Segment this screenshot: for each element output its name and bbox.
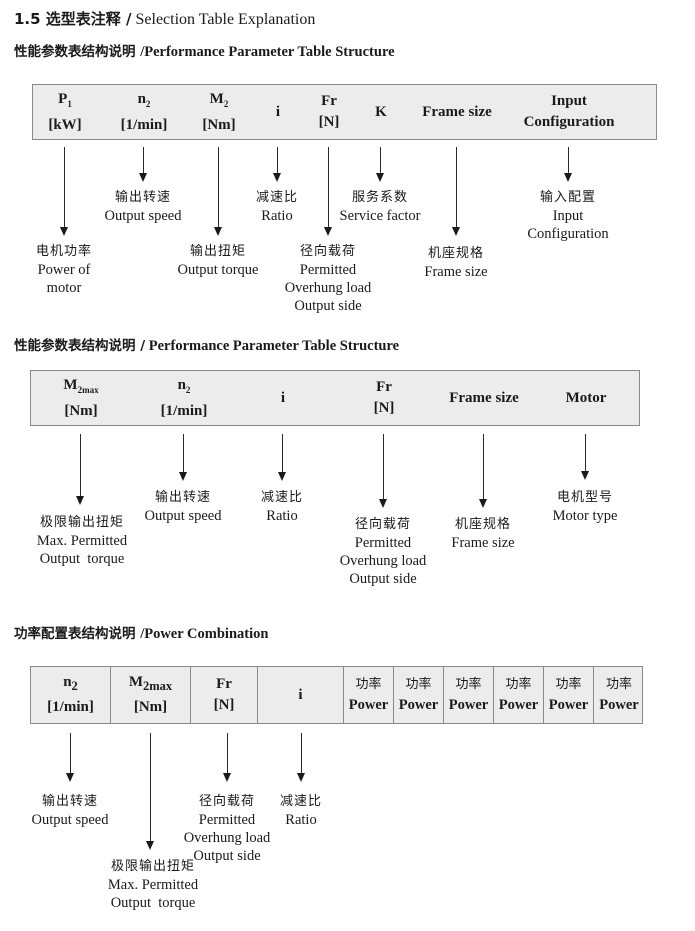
annotation-frame-size: 机座规格 Frame size [451, 517, 515, 551]
section1-heading-en: /Performance Parameter Table Structure [140, 44, 395, 60]
section3-heading: 功率配置表结构说明 /Power Combination [14, 622, 268, 643]
down-arrow [297, 733, 305, 782]
down-arrow [76, 434, 84, 505]
down-arrow [564, 147, 572, 182]
performance-table-2-header: M2max [Nm] n2 [1/min] i Fr [N] Frame siz… [30, 370, 640, 426]
col-header-m2max: M2max [Nm] [63, 376, 99, 419]
page-title: 1.5 选型表注释 / Selection Table Explanation [14, 8, 315, 29]
annotation-output-speed: 输出转速 Output speed [144, 490, 222, 524]
down-arrow [139, 147, 147, 182]
down-arrow [278, 434, 286, 481]
col-header-frame-size: Frame size [422, 103, 492, 120]
annotation-ratio: 减速比 Ratio [255, 190, 299, 224]
col-header-fr: Fr [N] [191, 667, 258, 723]
annotation-service-factor: 服务系数 Service factor [339, 190, 421, 224]
down-arrow [376, 147, 384, 182]
section3-heading-en: /Power Combination [140, 626, 269, 642]
page-title-zh: 1.5 选型表注释 / [14, 10, 132, 28]
down-arrow [223, 733, 231, 782]
col-header-n2: n2 [1/min] [160, 376, 208, 419]
annotation-input-configuration: 输入配置 Input Configuration [527, 190, 609, 242]
annotation-overhung-load: 径向载荷 Permitted Overhung load Output side [183, 794, 271, 864]
annotation-output-torque: 输出扭矩 Output torque [177, 244, 259, 278]
annotation-output-speed: 输出转速 Output speed [104, 190, 182, 224]
annotation-max-output-torque: 极限输出扭矩 Max. Permitted Output torque [36, 515, 128, 567]
col-header-n2: n2 [1/min] [31, 667, 111, 723]
performance-table-1-header: P1 [kW] n2 [1/min] M2 [Nm] i Fr [N] K Fr… [32, 84, 657, 140]
annotation-max-output-torque: 极限输出扭矩 Max. Permitted Output torque [107, 859, 199, 911]
annotation-power-of-motor: 电机功率 Power of motor [35, 244, 93, 296]
col-header-motor: Motor [565, 389, 607, 406]
col-header-p1: P1 [kW] [48, 90, 82, 133]
down-arrow [452, 147, 460, 236]
col-header-m2max: M2max [Nm] [111, 667, 191, 723]
col-header-fr: Fr [N] [373, 379, 395, 416]
section3-heading-zh: 功率配置表结构说明 [14, 626, 141, 642]
down-arrow [581, 434, 589, 480]
down-arrow [273, 147, 281, 182]
section2-heading-zh: 性能参数表结构说明 / [14, 338, 146, 354]
section1-heading-zh: 性能参数表结构说明 [14, 44, 141, 60]
col-header-input-configuration: Input Configuration [523, 93, 615, 130]
annotation-motor-type: 电机型号 Motor type [552, 490, 618, 524]
col-header-fr: Fr [N] [318, 93, 340, 130]
col-header-n2: n2 [1/min] [120, 90, 168, 133]
down-arrow [179, 434, 187, 481]
down-arrow [146, 733, 154, 850]
down-arrow [379, 434, 387, 508]
annotation-ratio: 减速比 Ratio [260, 490, 304, 524]
annotation-overhung-load: 径向载荷 Permitted Overhung load Output side [339, 517, 427, 587]
col-header-k: K [375, 103, 387, 120]
col-header-m2: M2 [Nm] [202, 90, 236, 133]
annotation-output-speed: 输出转速 Output speed [31, 794, 109, 828]
col-header-i: i [275, 103, 281, 120]
page-title-en: Selection Table Explanation [135, 11, 316, 28]
down-arrow [66, 733, 74, 782]
col-header-frame-size: Frame size [449, 389, 519, 406]
annotation-ratio: 减速比 Ratio [279, 794, 323, 828]
down-arrow [60, 147, 68, 236]
down-arrow [324, 147, 332, 236]
col-header-i: i [258, 667, 344, 723]
section2-heading-en: Performance Parameter Table Structure [145, 338, 400, 354]
annotation-frame-size: 机座规格 Frame size [424, 246, 488, 280]
section2-heading: 性能参数表结构说明 / Performance Parameter Table … [14, 334, 399, 355]
down-arrow [479, 434, 487, 508]
col-header-i: i [280, 389, 286, 406]
down-arrow [214, 147, 222, 236]
section1-heading: 性能参数表结构说明 /Performance Parameter Table S… [14, 40, 395, 61]
annotation-overhung-load: 径向载荷 Permitted Overhung load Output side [284, 244, 372, 314]
